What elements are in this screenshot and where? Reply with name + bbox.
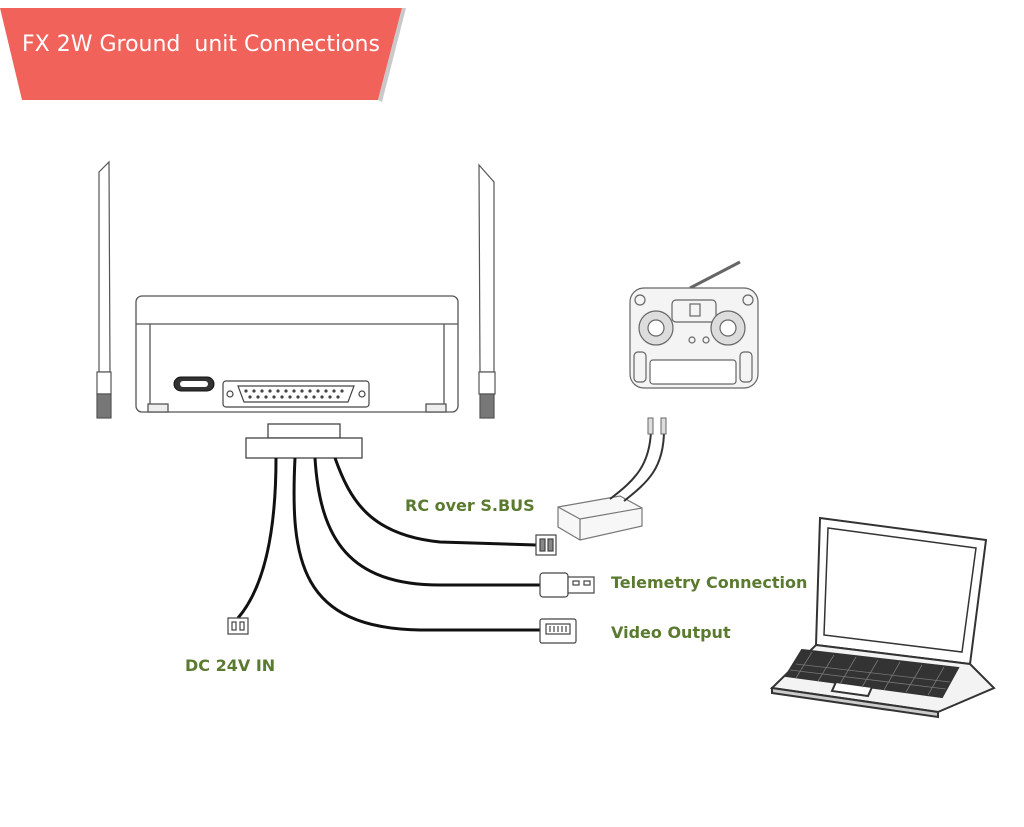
title-banner-shadow (378, 8, 406, 102)
rc-transmitter-icon (629, 260, 759, 389)
video-output-label: Video Output (611, 623, 731, 642)
antenna-left-icon (96, 160, 112, 419)
cables (236, 457, 540, 632)
laptop-icon (769, 516, 996, 719)
telemetry-connection-label: Telemetry Connection (611, 573, 808, 592)
sbus-plug-icon (535, 534, 557, 556)
usb-plug-icon (539, 572, 595, 598)
rj45-plug-icon (539, 618, 577, 644)
breakout-plug-icon (245, 423, 363, 459)
db-connector-icon (222, 380, 370, 408)
antenna-right-icon (478, 163, 496, 419)
receiver-antenna-wires (609, 429, 665, 502)
dc-plug-icon (227, 617, 249, 635)
dc-24v-in-label: DC 24V IN (185, 656, 276, 675)
ground-unit-icon (135, 295, 459, 413)
sbus-receiver-icon (557, 495, 643, 541)
rc-over-sbus-label: RC over S.BUS (405, 496, 535, 515)
title-banner (0, 8, 402, 100)
page-title: FX 2W Ground unit Connections (22, 32, 380, 57)
